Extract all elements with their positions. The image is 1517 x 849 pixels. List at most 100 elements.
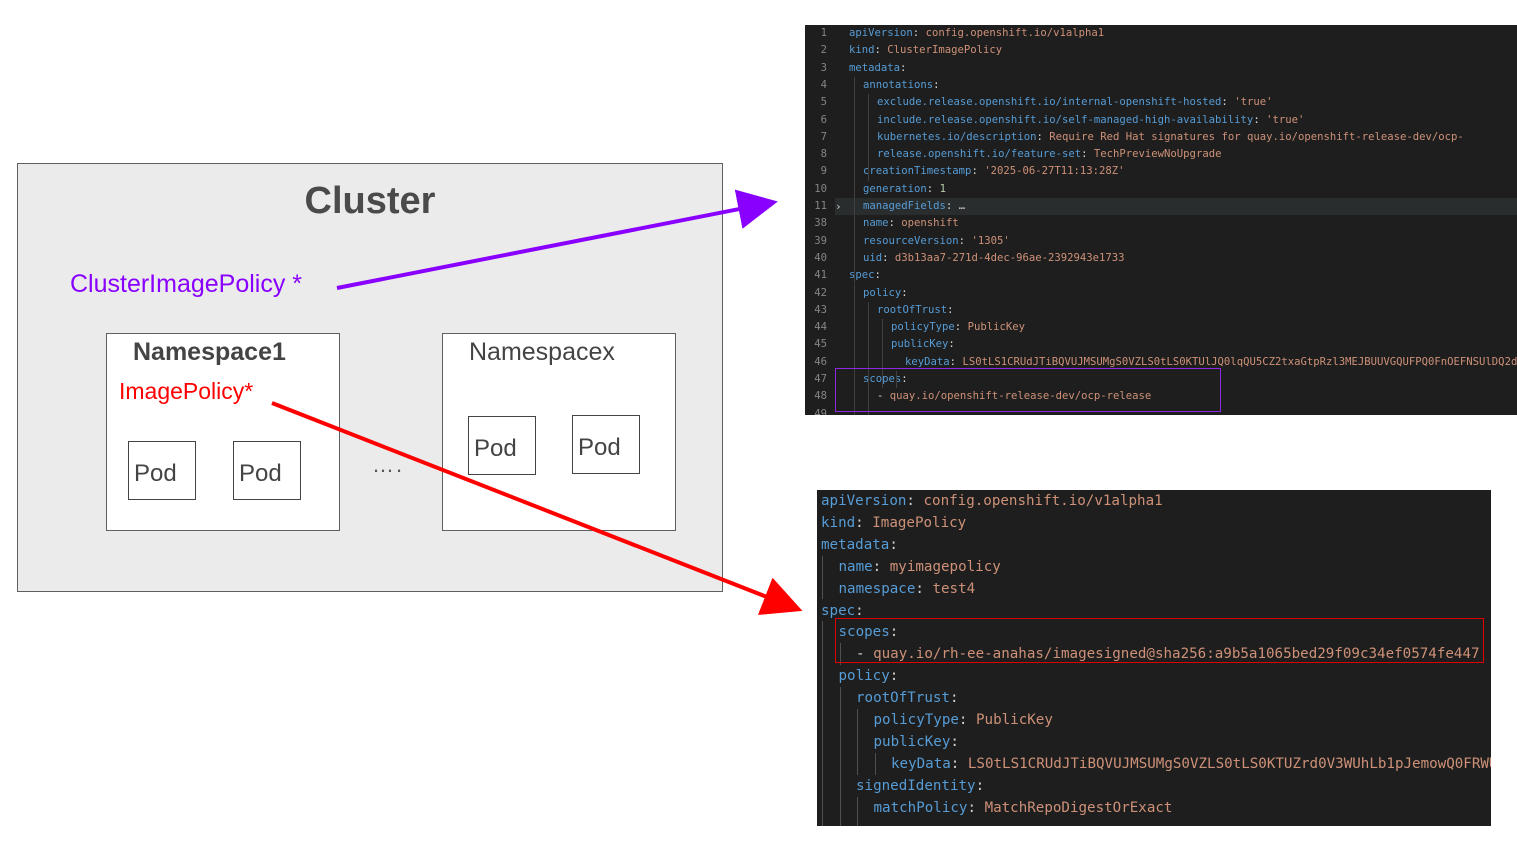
yaml-key: exclude.release.openshift.io/internal-op… bbox=[877, 96, 1222, 109]
yaml-line: name: myimagepolicy bbox=[838, 558, 1001, 575]
yaml-value: 1 bbox=[939, 182, 946, 195]
yaml-line: - quay.io/rh-ee-anahas/imagesigned@sha25… bbox=[856, 646, 1480, 663]
line-number: 41 bbox=[814, 269, 827, 282]
yaml-line: creationTimestamp: '2025-06-27T11:13:28Z… bbox=[863, 165, 1125, 178]
indent-guide bbox=[882, 319, 883, 389]
yaml-line: - quay.io/openshift-release-dev/ocp-rele… bbox=[877, 390, 1152, 403]
yaml-key: namespace bbox=[838, 580, 916, 597]
yaml-line: publicKey: bbox=[891, 338, 955, 351]
cluster-title: Cluster bbox=[304, 180, 436, 222]
yaml-line: resourceVersion: '1305' bbox=[863, 234, 1010, 247]
yaml-key: apiVersion bbox=[849, 27, 913, 39]
yaml-key: scopes bbox=[838, 624, 890, 641]
indent-guide bbox=[868, 388, 869, 415]
indent-guide bbox=[868, 301, 869, 389]
yaml-key: generation bbox=[863, 182, 927, 195]
yaml-value: TechPreviewNoUpgrade bbox=[1093, 148, 1222, 161]
indent-guide bbox=[854, 284, 855, 415]
yaml-value: LS0tLS1CRUdJTiBQVUJMSUMgS0VZLS0tLS0KTUlJ… bbox=[962, 355, 1517, 368]
yaml-key: policy bbox=[863, 286, 902, 299]
fold-chevron-icon[interactable]: › bbox=[835, 200, 842, 213]
yaml-list-value: quay.io/rh-ee-anahas/imagesigned@sha256:… bbox=[873, 646, 1480, 663]
yaml-key: publicKey bbox=[891, 338, 949, 351]
indent-guide bbox=[840, 643, 841, 666]
yaml-line: rootOfTrust: bbox=[877, 303, 954, 316]
scopes-highlight-box-purple bbox=[835, 368, 1221, 412]
yaml-key: spec bbox=[821, 602, 856, 619]
yaml-line: kind: ClusterImagePolicy bbox=[849, 44, 1003, 57]
line-number: 3 bbox=[820, 61, 827, 74]
ellipsis: …. bbox=[372, 452, 405, 477]
yaml-line: policy: bbox=[838, 668, 899, 685]
yaml-key: kind bbox=[849, 44, 875, 57]
yaml-value: … bbox=[958, 200, 966, 212]
yaml-value: d3b13aa7-271d-4dec-96ae-2392943e1733 bbox=[894, 251, 1125, 264]
yaml-key: matchPolicy bbox=[873, 799, 968, 816]
yaml-value: config.openshift.io/v1alpha1 bbox=[923, 493, 1163, 509]
highlighted-row bbox=[835, 198, 1517, 215]
line-number: 48 bbox=[814, 390, 827, 403]
yaml-line: generation: 1 bbox=[863, 182, 946, 195]
arrow-cluster-image-policy bbox=[336, 189, 778, 290]
yaml-key: include.release.openshift.io/self-manage… bbox=[877, 113, 1254, 126]
indent-guide bbox=[857, 796, 858, 826]
yaml-line: apiVersion: config.openshift.io/v1alpha1 bbox=[849, 27, 1105, 39]
yaml-line: spec: bbox=[849, 269, 881, 282]
indent-guide bbox=[822, 621, 823, 826]
yaml-value: config.openshift.io/v1alpha1 bbox=[925, 27, 1105, 39]
yaml-key: keyData bbox=[891, 755, 951, 772]
yaml-line: apiVersion: config.openshift.io/v1alpha1 bbox=[821, 493, 1163, 509]
yaml-line: annotations: bbox=[863, 78, 940, 91]
line-number: 7 bbox=[820, 130, 827, 143]
line-number: 5 bbox=[820, 96, 827, 109]
line-number: 1 bbox=[820, 27, 827, 39]
yaml-value: 'true' bbox=[1266, 113, 1305, 126]
yaml-value: 'true' bbox=[1234, 96, 1273, 109]
yaml-key: name bbox=[863, 217, 889, 230]
arrow-image-policy bbox=[271, 401, 803, 615]
yaml-line: include.release.openshift.io/self-manage… bbox=[877, 113, 1305, 126]
line-number: 44 bbox=[814, 321, 827, 334]
yaml-value: '2025-06-27T11:13:28Z' bbox=[984, 165, 1125, 178]
yaml-key: apiVersion bbox=[821, 493, 907, 509]
yaml-key: creationTimestamp bbox=[863, 165, 972, 178]
indent-guide bbox=[875, 752, 876, 775]
line-number: 47 bbox=[814, 373, 827, 385]
indent-guide bbox=[840, 687, 841, 826]
yaml-value: myimagepolicy bbox=[889, 558, 1001, 575]
yaml-list-value: quay.io/openshift-release-dev/ocp-releas… bbox=[889, 390, 1152, 403]
pod-box: Pod bbox=[233, 441, 301, 500]
line-number: 8 bbox=[820, 148, 827, 161]
line-number: 40 bbox=[814, 251, 827, 264]
yaml-value: ImagePolicy bbox=[872, 514, 967, 531]
line-number: 43 bbox=[814, 303, 827, 316]
yaml-line: release.openshift.io/feature-set: TechPr… bbox=[877, 148, 1222, 161]
yaml-line: namespace: test4 bbox=[838, 580, 976, 597]
pod-box: Pod bbox=[468, 416, 536, 475]
yaml-line: spec: bbox=[821, 602, 864, 619]
line-number: 45 bbox=[814, 338, 827, 351]
cluster-image-policy-label: ClusterImagePolicy * bbox=[70, 270, 303, 298]
yaml-key: kind bbox=[821, 514, 856, 531]
pod-box: Pod bbox=[128, 441, 196, 500]
line-number: 4 bbox=[820, 78, 827, 91]
yaml-key: policyType bbox=[873, 712, 959, 728]
yaml-key: kubernetes.io/description bbox=[877, 130, 1037, 143]
yaml-key: keyData bbox=[905, 355, 950, 368]
line-number: 46 bbox=[814, 355, 827, 368]
indent-guide bbox=[857, 709, 858, 775]
yaml-key: name bbox=[838, 558, 873, 575]
line-number: 42 bbox=[814, 286, 827, 299]
line-number: 9 bbox=[820, 165, 827, 178]
yaml-key: rootOfTrust bbox=[877, 303, 948, 316]
yaml-key: annotations bbox=[863, 78, 934, 91]
line-number: 6 bbox=[820, 113, 827, 126]
yaml-line: managedFields: … bbox=[863, 200, 966, 212]
yaml-value: '1305' bbox=[971, 234, 1010, 247]
yaml-line: metadata: bbox=[821, 536, 898, 553]
yaml-key: spec bbox=[849, 269, 875, 282]
yaml-key: signedIdentity bbox=[856, 777, 976, 794]
yaml-key: policy bbox=[838, 668, 890, 685]
yaml-key: policyType bbox=[891, 321, 955, 334]
